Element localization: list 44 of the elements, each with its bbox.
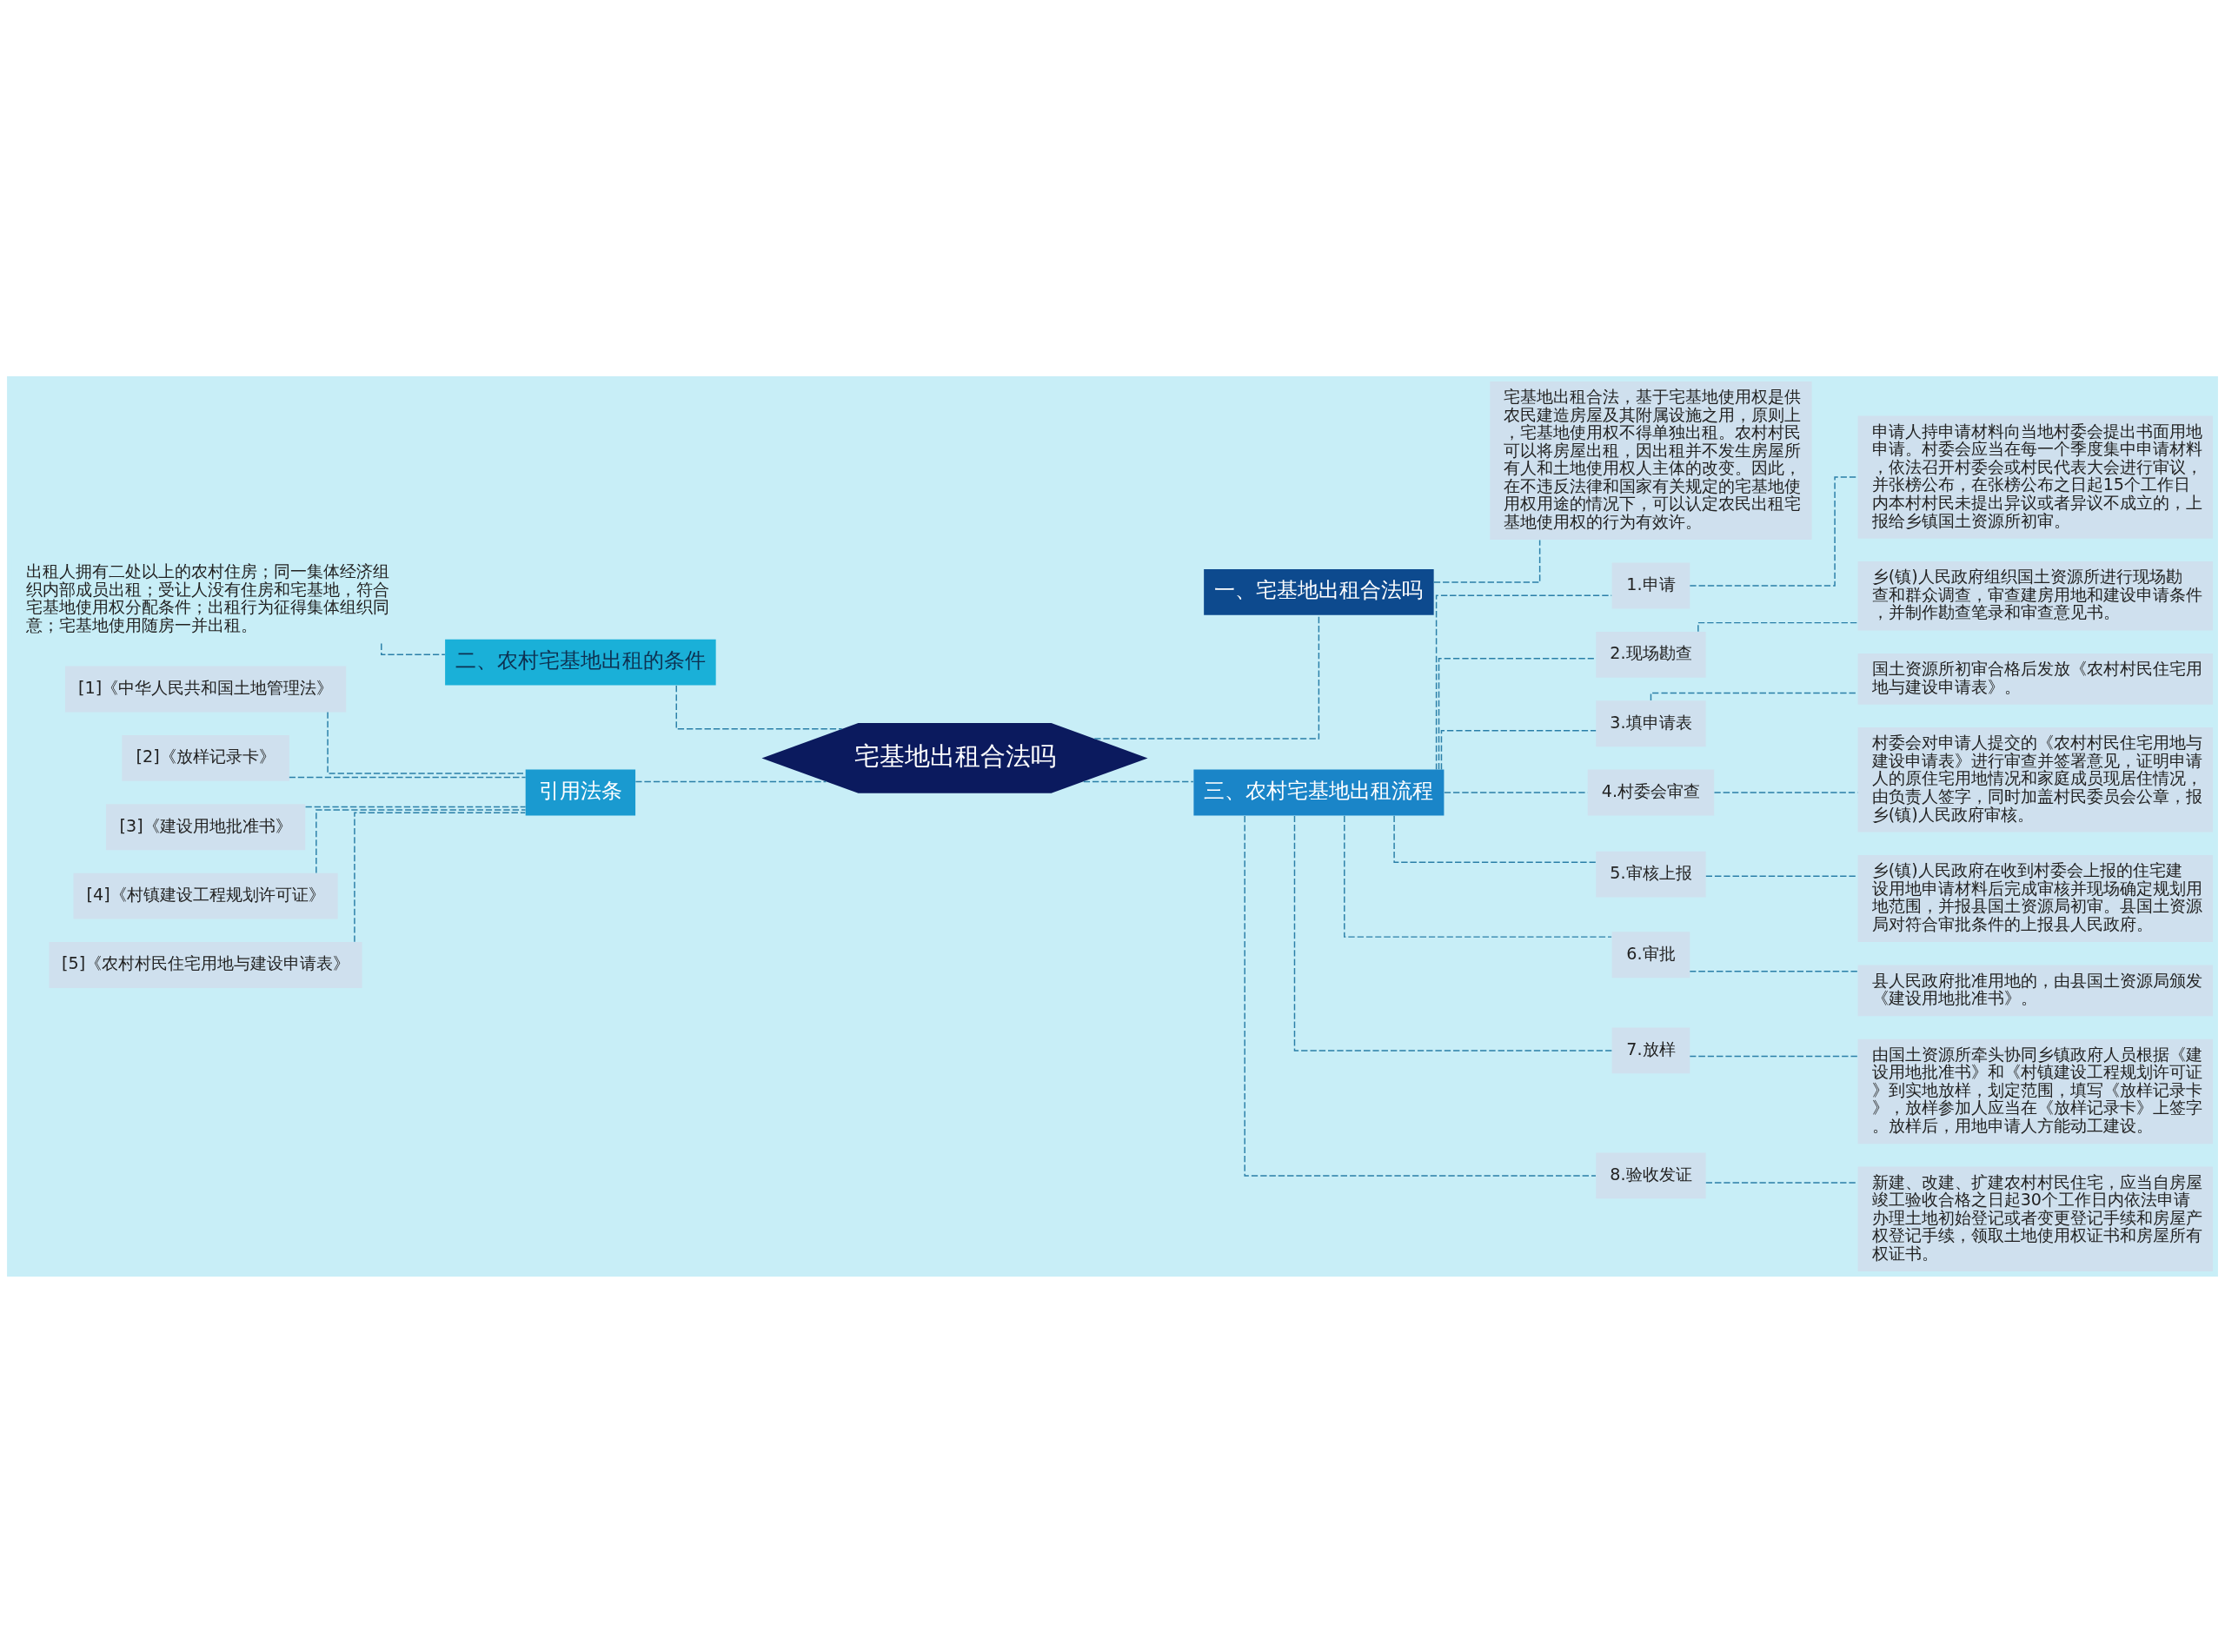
connector bbox=[1244, 814, 1597, 1177]
connector bbox=[1083, 780, 1194, 782]
connector bbox=[1435, 594, 1612, 770]
node-text: 出租人拥有二处以上的农村住房；同一集体经济组织内部成员出租；受让人没有住房和宅基地，符合宅基地使用权分配条件；出租行为征得集体组织同意；宅基地使用随房一并出租。 bbox=[26, 561, 390, 635]
node-box: 宅基地出租合法，基于宅基地使用权是供农民建造房屋及其附属设施之用，原则上，宅基地使用权不得单独出租。农村村民可以将房屋出租，因出租并不发生房屋所有人和土地使用权人主体的改变。因此，在不违反法律和国家有关规定的宅基地使用权用途的情况下，可以认定农民出租宅基地使用权的行为有效许。 bbox=[1490, 381, 1812, 540]
node-box: 县人民政府批准用地的，由县国土资源局颁发《建设用地批准书》。 bbox=[1857, 964, 2214, 1016]
connector bbox=[1697, 621, 1858, 632]
connector bbox=[1433, 539, 1541, 583]
connector bbox=[675, 684, 843, 729]
connector bbox=[304, 806, 527, 807]
connector bbox=[1689, 1055, 1858, 1057]
connector bbox=[327, 711, 526, 774]
connector bbox=[289, 776, 527, 778]
node-box: 4.村委会审查 bbox=[1587, 769, 1715, 815]
node-box: 由国土资源所牵头协同乡镇政府人员根据《建设用地批准书》和《村镇建设工程规划许可证》到实地放样，划定范围，填写《放样记录卡》，放样参加人应当在《放样记录卡》上签字。放样后，用地申请人方能动工建设。 bbox=[1857, 1038, 2214, 1144]
connector bbox=[315, 808, 527, 873]
connector bbox=[1293, 814, 1613, 1052]
connector bbox=[1440, 729, 1597, 770]
node-box: 三、农村宅基地出租流程 bbox=[1193, 769, 1445, 815]
node-box: 1.申请 bbox=[1611, 562, 1690, 608]
node-box: [5]《农村村民住宅用地与建设申请表》 bbox=[49, 941, 362, 988]
connector bbox=[354, 811, 527, 943]
node-box: [1]《中华人民共和国土地管理法》 bbox=[64, 666, 347, 712]
node-box: 6.审批 bbox=[1611, 931, 1690, 978]
node-box: 一、宅基地出租合法吗 bbox=[1204, 568, 1434, 615]
node-box: 8.验收发证 bbox=[1596, 1151, 1706, 1198]
connector bbox=[1344, 814, 1612, 938]
node-box: 3.填申请表 bbox=[1596, 700, 1706, 746]
connector bbox=[1438, 657, 1597, 770]
node-box: 引用法条 bbox=[525, 769, 636, 815]
connector bbox=[634, 780, 827, 782]
node-box: 乡(镇)人民政府组织国土资源所进行现场勘查和群众调查，审查建房用地和建设申请条件，并制作勘查笔录和审查意见书。 bbox=[1857, 561, 2214, 630]
node-box: [2]《放样记录卡》 bbox=[122, 734, 289, 781]
node-box: 2.现场勘查 bbox=[1596, 631, 1706, 678]
node-box: [3]《建设用地批准书》 bbox=[105, 803, 306, 850]
node-box: 二、农村宅基地出租的条件 bbox=[445, 639, 716, 686]
node-box: 7.放样 bbox=[1611, 1026, 1690, 1073]
node-box: 申请人持申请材料向当地村委会提出书面用地申请。村委会应当在每一个季度集中申请材料，依法召开村委会或村民代表大会进行审议，并张榜公布，在张榜公布之日起15个工作日内本村村民未提出异议或者异议不成立的，上报给乡镇国土资源所初审。 bbox=[1857, 415, 2214, 539]
node-box: 5.审核上报 bbox=[1596, 851, 1706, 898]
connector bbox=[1689, 970, 1858, 972]
connector bbox=[1444, 791, 1589, 793]
connector bbox=[1393, 814, 1597, 863]
node-box: [4]《村镇建设工程规划许可证》 bbox=[73, 872, 338, 919]
node-box: 村委会对申请人提交的《农村村民住宅用地与建设申请表》进行审查并签署意见，证明申请人的原住宅用地情况和家庭成员现居住情况，由负责人签字，同时加盖村民委员会公章，报乡(镇)人民政府审核。 bbox=[1857, 726, 2214, 833]
